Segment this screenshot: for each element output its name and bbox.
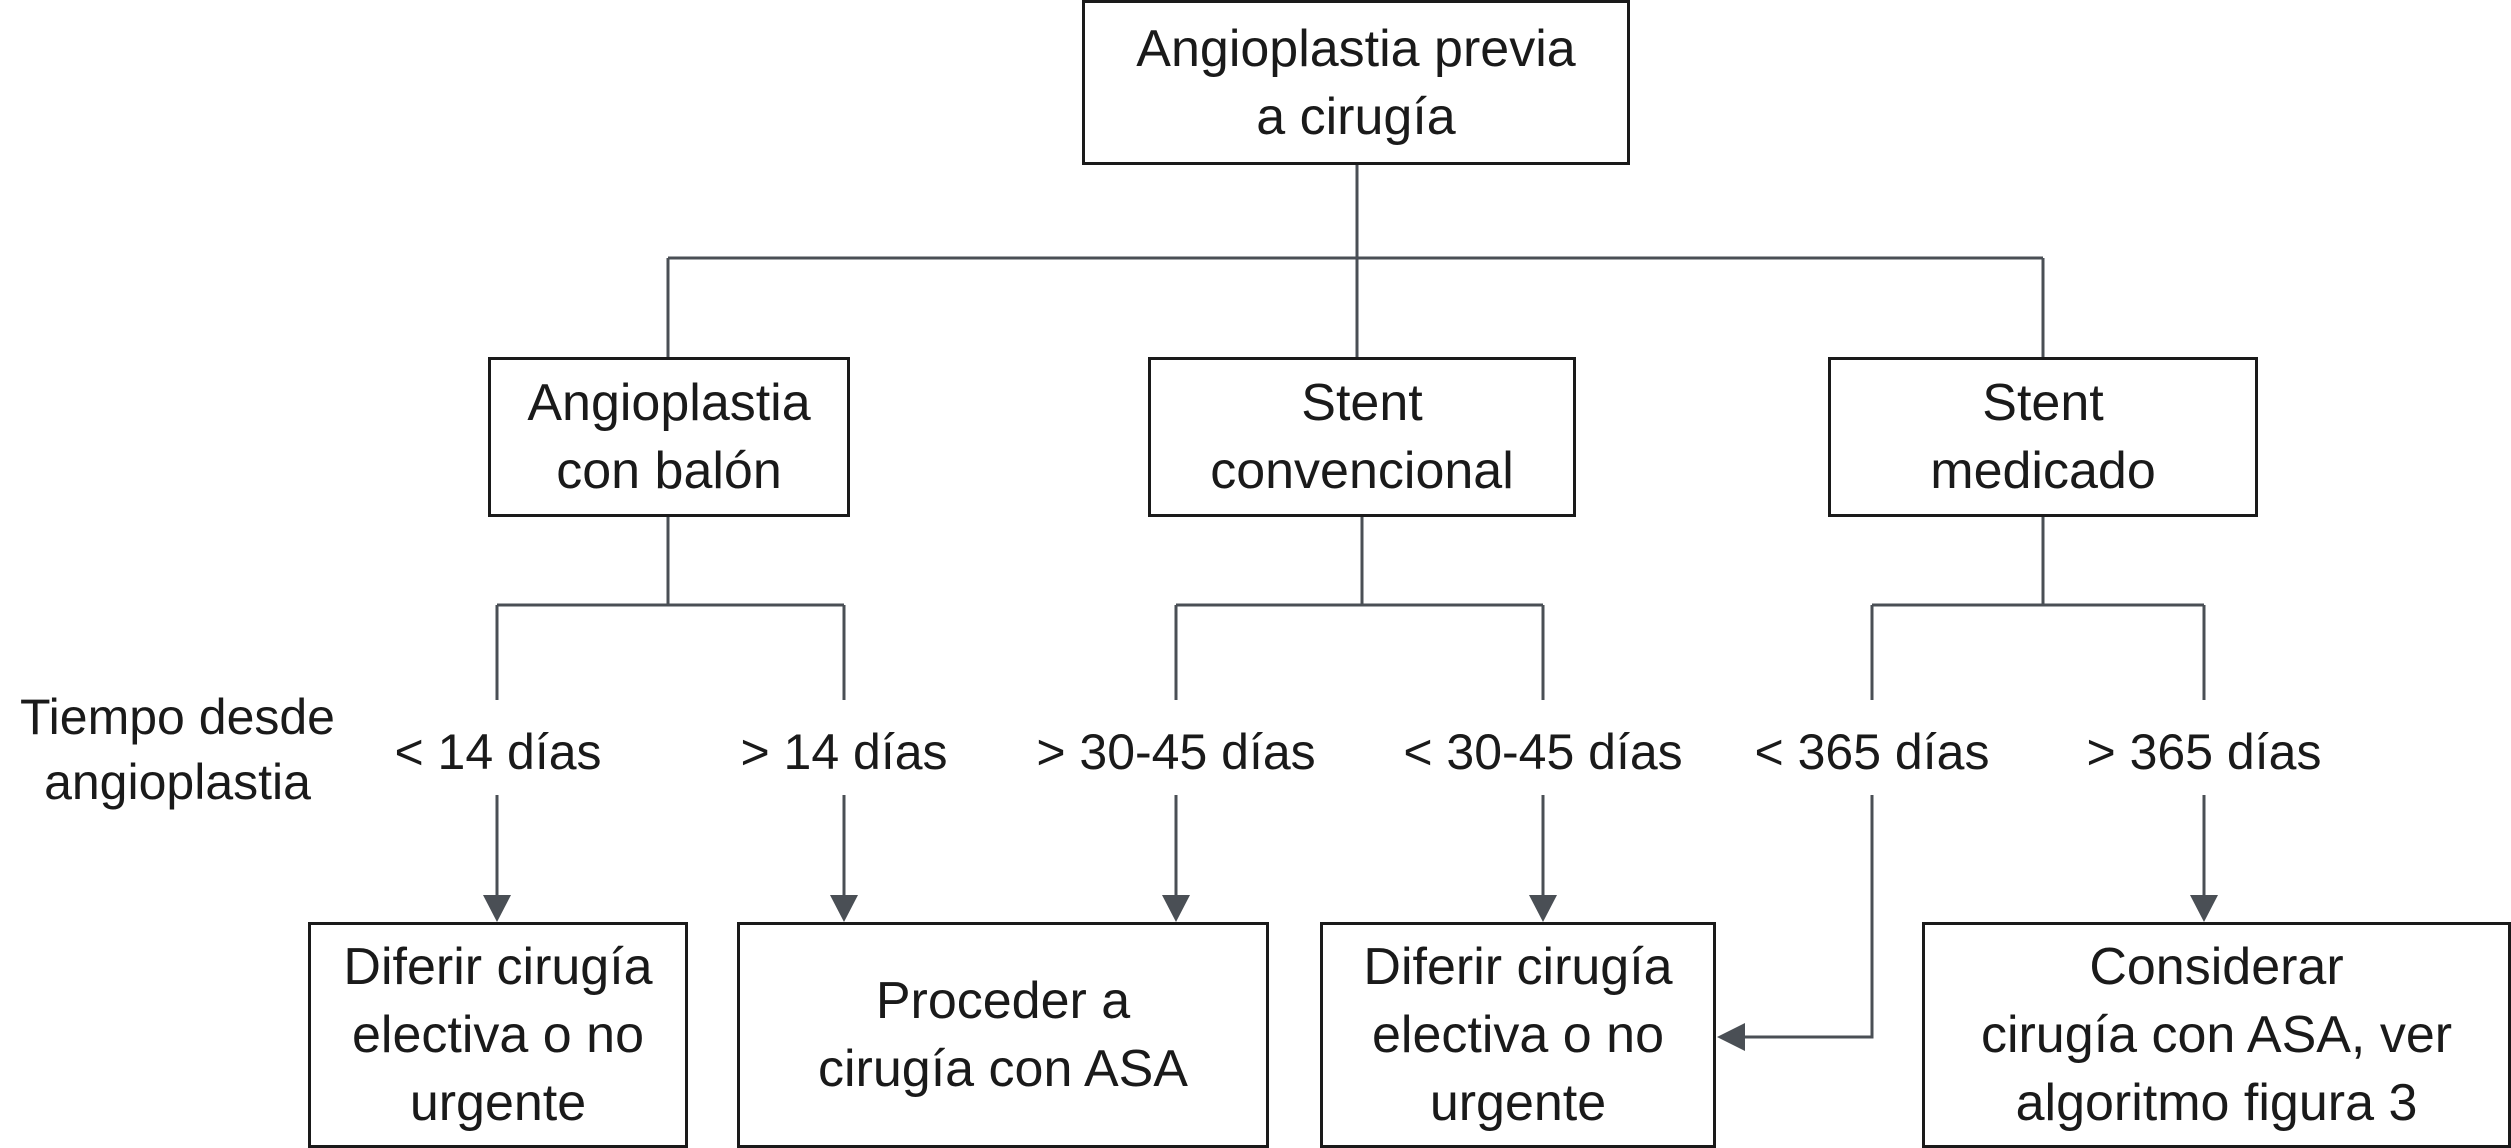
branch-node-label: Stent convencional: [1210, 374, 1514, 500]
arrowhead-gt14: [830, 895, 858, 922]
arrowhead-lt14: [483, 895, 511, 922]
outcome-label: Diferir cirugía electiva o no urgente: [343, 938, 653, 1132]
outcome-proceed-with-asa: Proceder a cirugía con ASA: [737, 922, 1269, 1148]
arrowhead-lt365: [1717, 1023, 1745, 1051]
branch-node-label: Stent medicado: [1930, 374, 2156, 500]
arrowhead-gt365: [2190, 895, 2218, 922]
time-since-angioplasty-label: Tiempo desde angioplastia: [20, 689, 335, 810]
branch-node-drug-eluting-stent: Stent medicado: [1828, 357, 2258, 517]
branch-node-balloon-angioplasty: Angioplastia con balón: [488, 357, 850, 517]
branch-node-conventional-stent: Stent convencional: [1148, 357, 1576, 517]
arrowhead-gt3045: [1162, 895, 1190, 922]
condition-label-gt-365: > 365 días: [2086, 724, 2322, 780]
condition-label-lt-365: < 365 días: [1754, 724, 1990, 780]
arrowhead-lt3045: [1529, 895, 1557, 922]
connector-lt365-elbow: [1745, 795, 1874, 1039]
outcome-defer-surgery-balloon: Diferir cirugía electiva o no urgente: [308, 922, 688, 1148]
condition-label-lt-30-45: < 30-45 días: [1403, 724, 1683, 780]
outcome-consider-surgery-asa: Considerar cirugía con ASA, ver algoritm…: [1922, 922, 2511, 1148]
condition-label-gt-30-45: > 30-45 días: [1036, 724, 1316, 780]
outcome-label: Considerar cirugía con ASA, ver algoritm…: [1980, 938, 2453, 1132]
root-node-label: Angioplastia previa a cirugía: [1136, 19, 1576, 146]
root-node: Angioplastia previa a cirugía: [1082, 0, 1630, 165]
outcome-label: Proceder a cirugía con ASA: [818, 972, 1188, 1098]
branch-node-label: Angioplastia con balón: [527, 374, 811, 500]
condition-label-lt-14: < 14 días: [394, 724, 602, 780]
outcome-defer-surgery-stent: Diferir cirugía electiva o no urgente: [1320, 922, 1716, 1148]
outcome-label: Diferir cirugía electiva o no urgente: [1363, 938, 1673, 1132]
condition-label-gt-14: > 14 días: [740, 724, 948, 780]
